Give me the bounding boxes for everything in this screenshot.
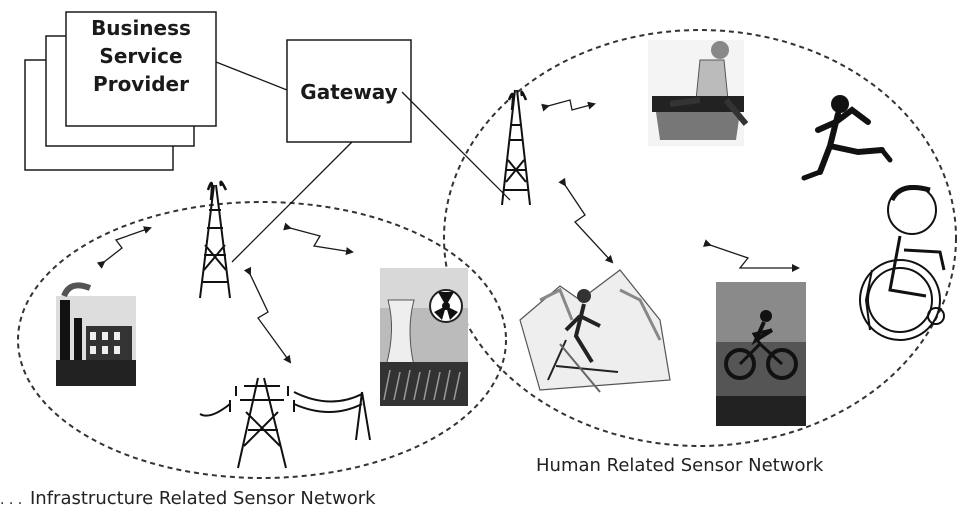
radio-tower-icon [501,89,531,206]
cyclist-icon [716,282,806,426]
radio-tower-icon [199,180,231,299]
human-network-boundary [443,29,957,447]
human-network-label: Human Related Sensor Network [536,455,824,476]
gateway-box [286,39,412,143]
runner-icon [801,95,893,181]
business-label-line1: Business [91,16,191,40]
factory-icon [56,282,136,386]
business-label-line2: Service [99,44,183,68]
gateway-label: Gateway [300,80,398,104]
business-service-provider-box [24,11,217,171]
infrastructure-network-boundary [17,201,507,479]
skier-icon [519,269,671,393]
infrastructure-network-label: Infrastructure Related Sensor Network [30,488,376,509]
nuclear-plant-icon [380,268,468,406]
business-service-provider-label: Business Service Provider [66,14,216,98]
stray-marks: . . . [0,492,23,508]
business-label-line3: Provider [93,72,189,96]
power-pylon-icon [199,377,371,469]
patient-icon [648,40,749,146]
wheelchair-user-icon [859,185,946,341]
connection-lines [215,61,511,263]
wireless-link-icon [96,99,800,364]
